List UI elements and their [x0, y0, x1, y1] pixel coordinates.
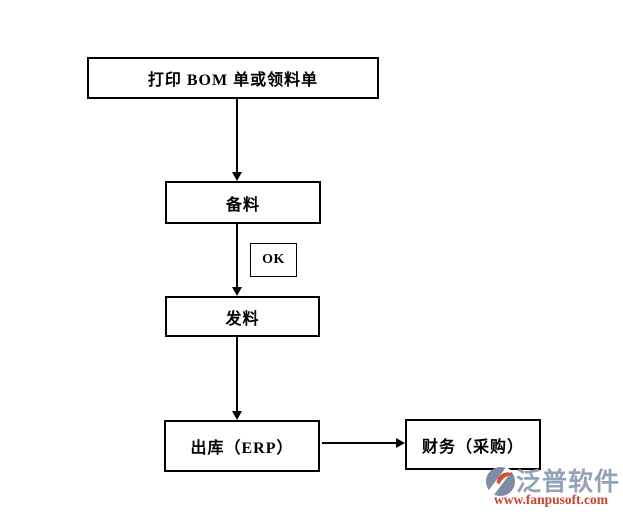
- connector-issue-to-outbound: [236, 337, 238, 411]
- watermark: 泛普软件 www.fanpusoft.com: [485, 465, 621, 512]
- arrowhead-right-icon: [396, 438, 405, 448]
- flow-node-finance-purchase: 财务（采购）: [405, 419, 541, 470]
- arrowhead-down-icon: [232, 287, 242, 296]
- flow-node-print-bom: 打印 BOM 单或领料单: [87, 57, 379, 99]
- fanpu-logo-icon: [485, 466, 516, 497]
- arrowhead-down-icon: [232, 172, 242, 181]
- connector-outbound-to-finance: [322, 442, 396, 444]
- connector-prepare-to-issue: [236, 224, 238, 287]
- flow-node-prepare-material: 备料: [165, 181, 321, 224]
- flow-label-ok: OK: [250, 243, 297, 277]
- watermark-url-text: www.fanpusoft.com: [494, 492, 609, 507]
- flow-node-issue-material: 发料: [165, 296, 320, 337]
- connector-printbom-to-prepare: [236, 99, 238, 173]
- watermark-brand-text: 泛普软件: [516, 469, 621, 496]
- flow-node-outbound-erp: 出库（ERP）: [164, 420, 320, 472]
- arrowhead-down-icon: [232, 411, 242, 420]
